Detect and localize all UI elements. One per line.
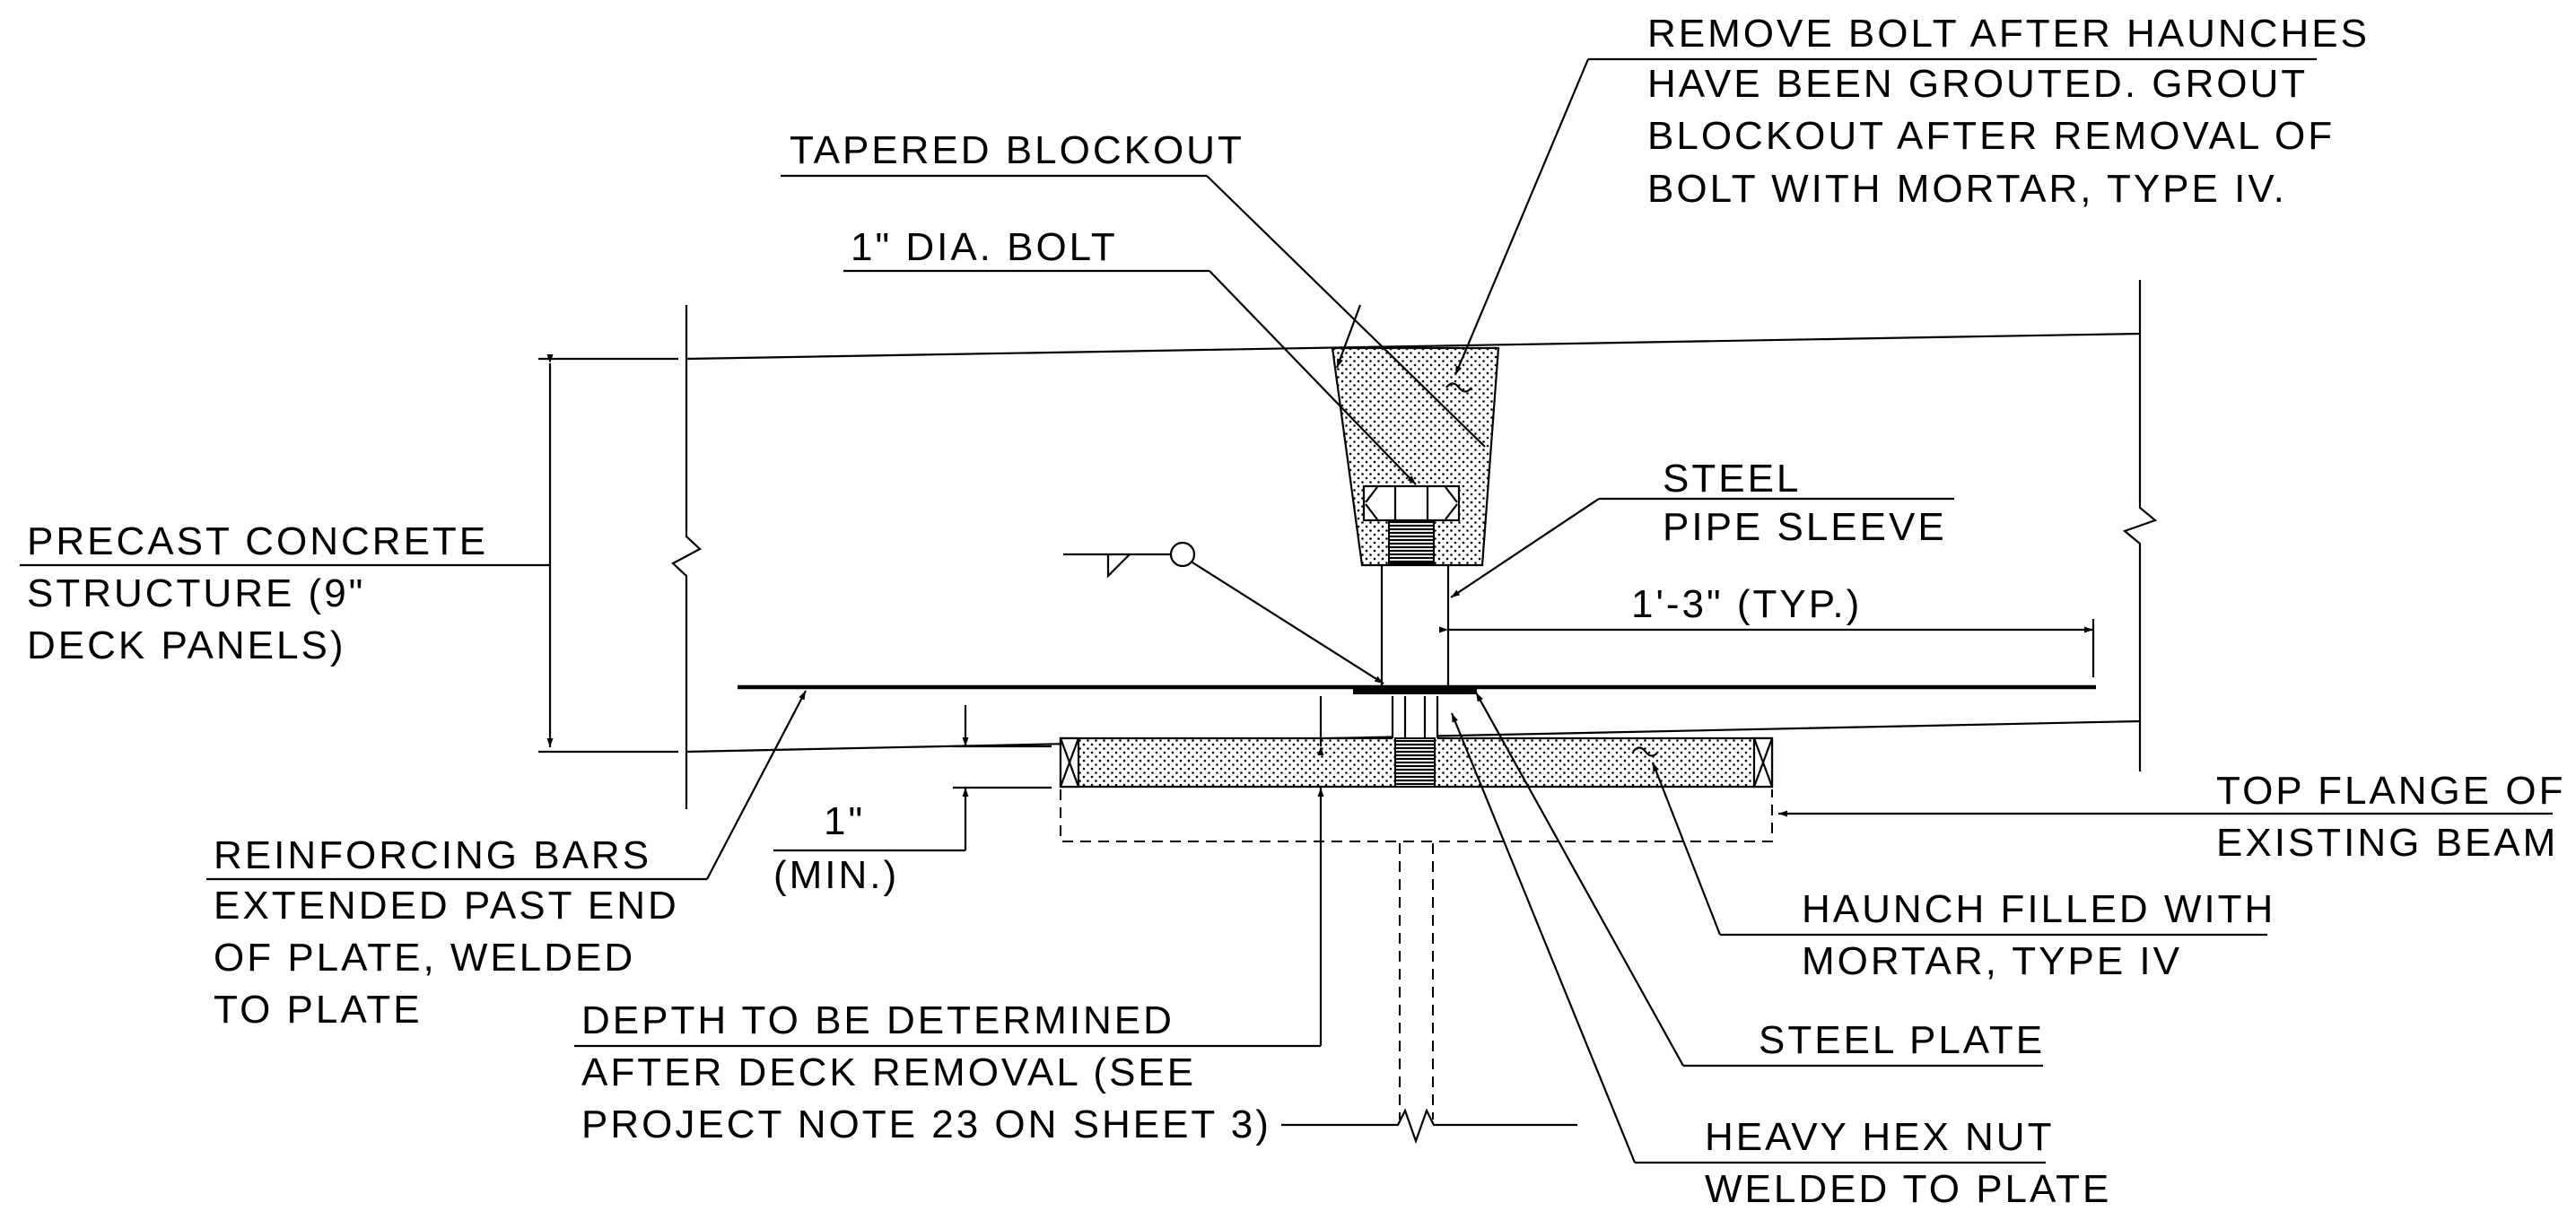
svg-text:PROJECT NOTE 23 ON SHEET 3): PROJECT NOTE 23 ON SHEET 3)	[581, 1102, 1271, 1146]
steel-pipe-sleeve	[1380, 565, 1450, 687]
svg-text:MORTAR, TYPE IV: MORTAR, TYPE IV	[1802, 939, 2182, 983]
svg-text:STRUCTURE (9": STRUCTURE (9"	[27, 571, 365, 615]
svg-text:TOP FLANGE OF: TOP FLANGE OF	[2216, 769, 2565, 813]
svg-text:EXISTING BEAM: EXISTING BEAM	[2216, 821, 2558, 865]
existing-beam	[1060, 789, 1773, 1120]
svg-text:BOLT WITH MORTAR, TYPE IV.: BOLT WITH MORTAR, TYPE IV.	[1647, 167, 2287, 211]
min-gap-dimension	[953, 705, 1052, 850]
svg-text:STEEL PLATE: STEEL PLATE	[1759, 1018, 2045, 1062]
svg-text:1" DIA. BOLT: 1" DIA. BOLT	[851, 225, 1118, 269]
note-min-gap: 1" (MIN.)	[773, 799, 965, 897]
svg-text:STEEL: STEEL	[1663, 457, 1801, 501]
note-bolt: 1" DIA. BOLT	[843, 225, 1417, 485]
blockout-grout-symbol	[1445, 382, 1472, 393]
note-precast-structure: PRECAST CONCRETE STRUCTURE (9" DECK PANE…	[20, 519, 550, 667]
svg-text:REMOVE BOLT AFTER HAUNCHES: REMOVE BOLT AFTER HAUNCHES	[1647, 12, 2370, 56]
svg-text:TAPERED BLOCKOUT: TAPERED BLOCKOUT	[790, 128, 1244, 172]
bolt-lower	[1391, 696, 1439, 739]
precast-deck-panel	[671, 280, 2158, 809]
dimension-label-spacing: 1'-3" (TYP.)	[1631, 582, 1862, 626]
haunch-form-left	[1059, 736, 1080, 789]
svg-text:1": 1"	[824, 799, 865, 843]
svg-text:EXTENDED PAST END: EXTENDED PAST END	[214, 884, 679, 928]
typical-spacing-dimension	[1439, 619, 2095, 677]
haunch-mortar-symbol	[1632, 746, 1659, 757]
note-remove-bolt: REMOVE BOLT AFTER HAUNCHES HAVE BEEN GRO…	[1454, 12, 2370, 376]
svg-text:BLOCKOUT AFTER REMOVAL OF: BLOCKOUT AFTER REMOVAL OF	[1647, 114, 2335, 158]
heavy-hex-nut	[1394, 737, 1436, 788]
beam-break-line	[1281, 1108, 1577, 1145]
note-depth: DEPTH TO BE DETERMINED AFTER DECK REMOVA…	[574, 998, 1321, 1146]
svg-text:DEPTH TO BE DETERMINED: DEPTH TO BE DETERMINED	[581, 998, 1174, 1042]
svg-text:OF PLATE, WELDED: OF PLATE, WELDED	[214, 936, 635, 980]
svg-text:PIPE SLEEVE: PIPE SLEEVE	[1663, 505, 1947, 549]
svg-text:DECK PANELS): DECK PANELS)	[27, 623, 346, 667]
bolt-threads-upper	[1388, 519, 1435, 564]
note-heavy-hex-nut: HEAVY HEX NUT WELDED TO PLATE	[1450, 712, 2111, 1211]
svg-text:TO PLATE: TO PLATE	[214, 988, 423, 1032]
steel-plate	[1353, 689, 1477, 694]
note-haunch: HAUNCH FILLED WITH MORTAR, TYPE IV	[1651, 762, 2275, 983]
svg-text:(MIN.): (MIN.)	[773, 853, 899, 897]
svg-text:HAVE BEEN GROUTED. GROUT: HAVE BEEN GROUTED. GROUT	[1647, 62, 2308, 106]
note-pipe-sleeve: STEEL PIPE SLEEVE	[1450, 457, 1954, 598]
haunch-form-right	[1752, 736, 1774, 789]
deck-thickness-dimension	[538, 354, 678, 754]
svg-text:WELDED TO PLATE: WELDED TO PLATE	[1705, 1167, 2111, 1211]
bolt-head-hex-nut	[1362, 484, 1461, 522]
svg-text:AFTER DECK REMOVAL (SEE: AFTER DECK REMOVAL (SEE	[581, 1050, 1196, 1094]
svg-text:HAUNCH FILLED WITH: HAUNCH FILLED WITH	[1802, 887, 2275, 931]
note-steel-plate: STEEL PLATE	[1475, 692, 2045, 1068]
note-reinforcing-bars: REINFORCING BARS EXTENDED PAST END OF PL…	[206, 690, 807, 1032]
weld-symbol	[1063, 541, 1384, 684]
note-tapered-blockout: TAPERED BLOCKOUT	[781, 128, 1486, 448]
note-top-flange: TOP FLANGE OF EXISTING BEAM	[1778, 769, 2565, 865]
svg-text:REINFORCING BARS: REINFORCING BARS	[214, 833, 651, 877]
svg-text:PRECAST CONCRETE: PRECAST CONCRETE	[27, 519, 488, 563]
svg-text:HEAVY HEX NUT: HEAVY HEX NUT	[1705, 1115, 2054, 1159]
